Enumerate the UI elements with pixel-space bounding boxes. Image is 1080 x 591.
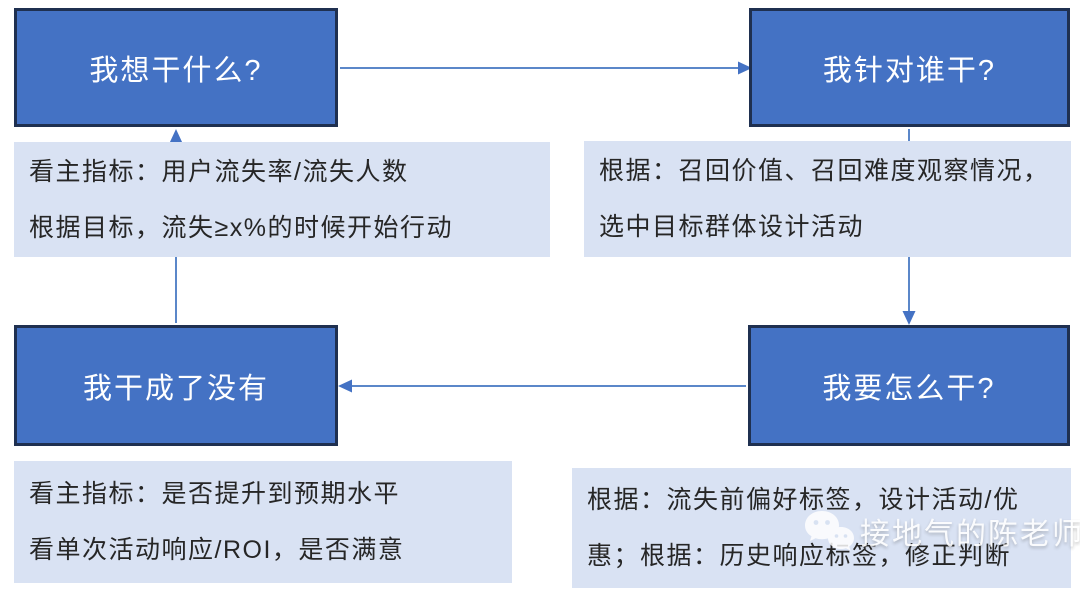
note-done-line-1: 看主指标：是否提升到预期水平	[29, 480, 401, 508]
arrow-how-to-done	[338, 379, 746, 393]
node-who-label: 我针对谁干?	[822, 54, 997, 87]
node-done-box: 我干成了没有	[14, 325, 338, 446]
node-how-label: 我要怎么干?	[822, 372, 996, 405]
note-how-line-2: 惠；根据：历史响应标签，修正判断	[587, 542, 1012, 570]
note-done-line-2: 看单次活动响应/ROI，是否满意	[29, 536, 405, 564]
watermark: 接地气的陈老师	[800, 505, 1080, 557]
note-how-line-1: 根据：流失前偏好标签，设计活动/优	[587, 486, 1020, 514]
node-what-label: 我想干什么?	[89, 54, 263, 87]
note-who-box: 根据：召回价值、召回难度观察情况， 选中目标群体设计活动	[584, 141, 1071, 257]
wechat-icon	[805, 511, 854, 551]
node-what-box: 我想干什么?	[14, 8, 338, 127]
node-who-box: 我针对谁干?	[749, 8, 1070, 127]
arrow-what-to-who	[340, 61, 752, 75]
note-who-line-1: 根据：召回价值、召回难度观察情况，	[599, 157, 1050, 185]
node-done-label: 我干成了没有	[82, 372, 269, 405]
note-what-line-2: 根据目标，流失≥x%的时候开始行动	[29, 213, 453, 242]
node-how-box: 我要怎么干?	[748, 325, 1070, 446]
note-done-box: 看主指标：是否提升到预期水平 看单次活动响应/ROI，是否满意	[14, 461, 512, 583]
watermark-text: 接地气的陈老师	[860, 518, 1080, 551]
note-who-line-2: 选中目标群体设计活动	[599, 213, 865, 241]
note-what-box: 看主指标：用户流失率/流失人数 根据目标，流失≥x%的时候开始行动	[14, 142, 550, 257]
note-how-box: 根据：流失前偏好标签，设计活动/优 惠；根据：历史响应标签，修正判断	[572, 468, 1071, 588]
note-what-line-1: 看主指标：用户流失率/流失人数	[29, 157, 409, 186]
